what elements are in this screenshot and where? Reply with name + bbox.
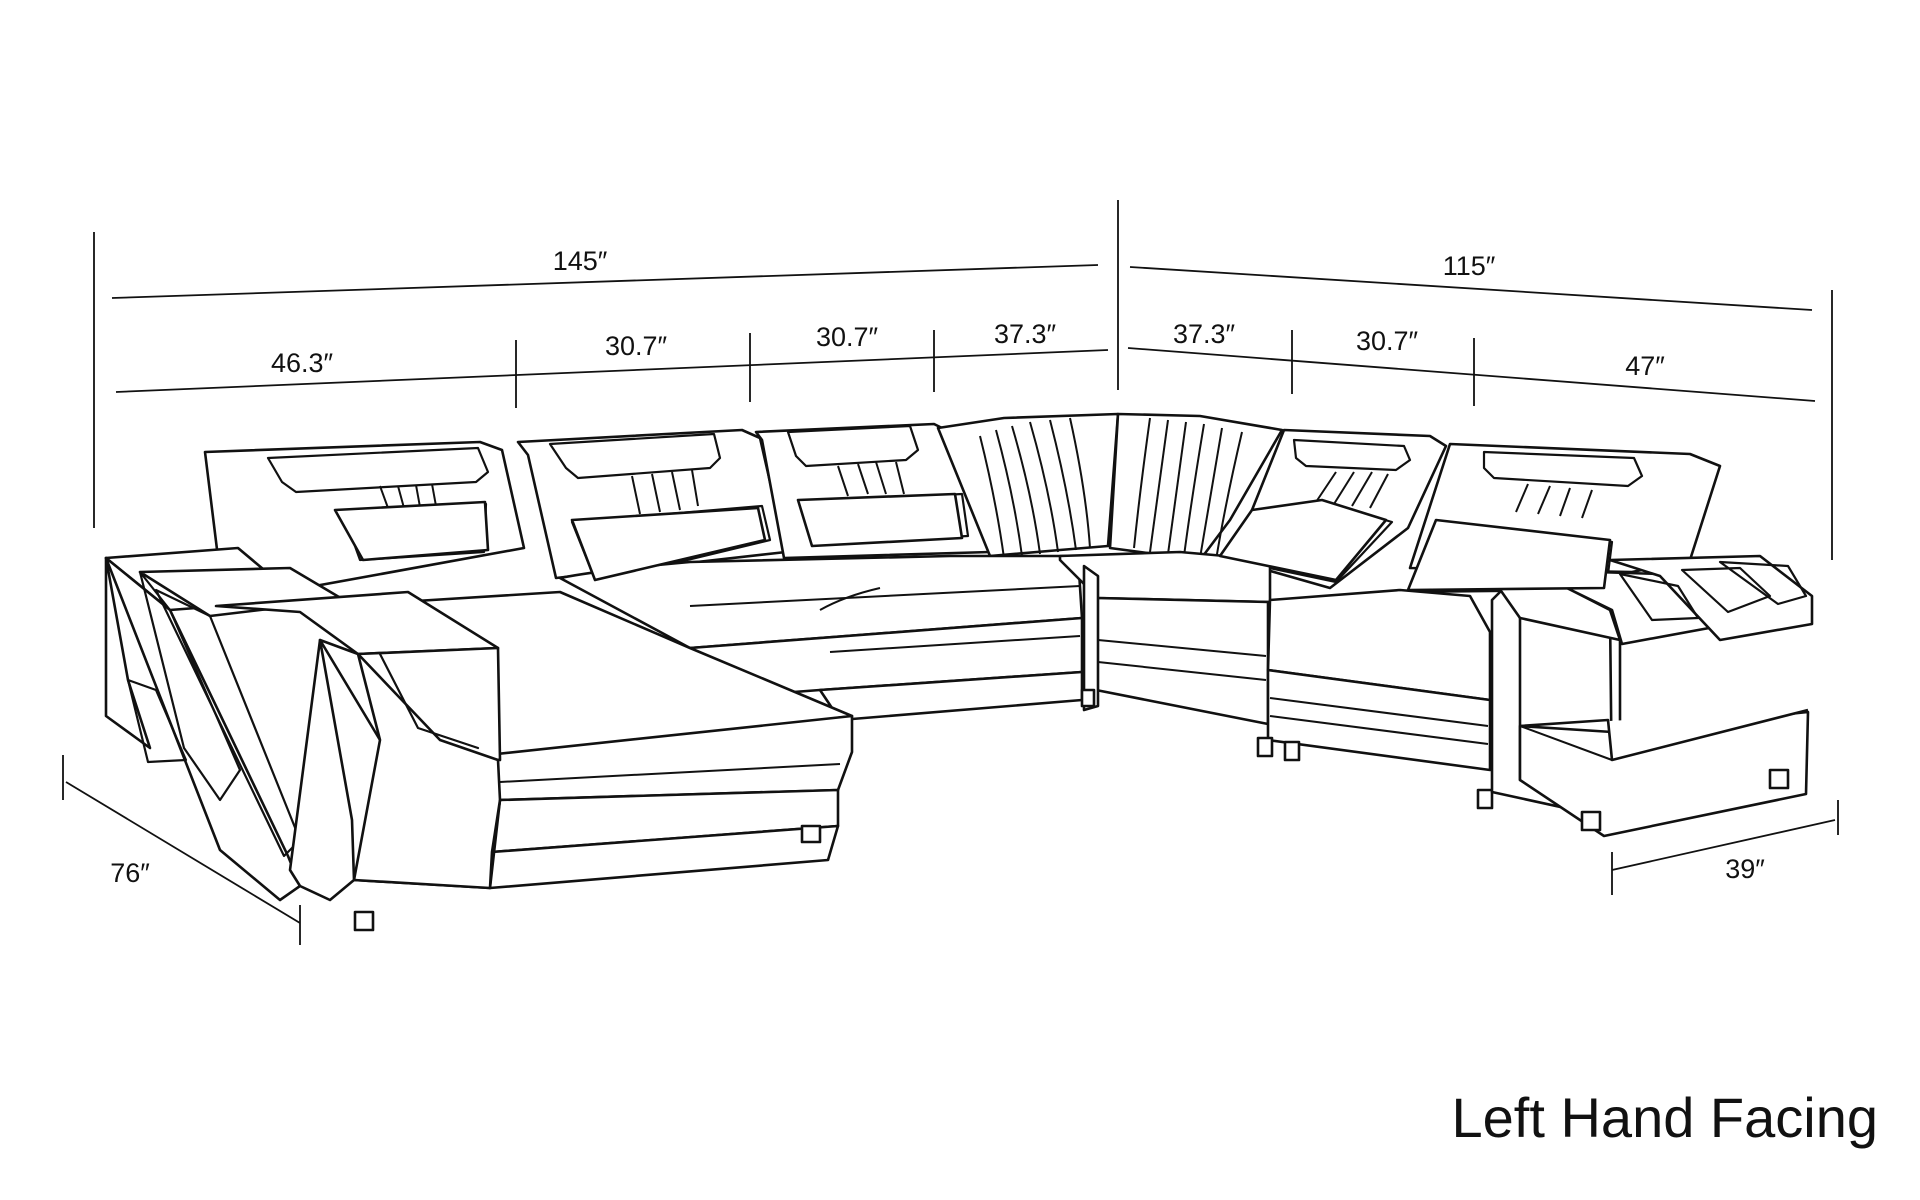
label-chaise-depth: 76″ — [110, 858, 150, 888]
dimension-line-depth-left — [65, 781, 301, 924]
dimension-labels: 145″ 115″ 46.3″ 30.7″ 30.7″ 37.3″ 37.3″ … — [110, 246, 1765, 888]
dimension-line-segments-right — [1127, 347, 1816, 402]
label-right-end: 47″ — [1625, 351, 1665, 381]
dimension-lines — [62, 200, 1839, 945]
pillows — [333, 492, 1612, 592]
label-end-depth: 39″ — [1725, 854, 1765, 884]
right-armrest-module — [1490, 554, 1814, 838]
label-overall-left: 145″ — [553, 246, 608, 276]
dimension-line-depth-right — [1611, 819, 1836, 871]
seat-modules — [558, 550, 1494, 810]
dimension-line-segments-left — [115, 349, 1109, 393]
dimension-line-overall-right — [1129, 266, 1813, 311]
label-left-chaise: 46.3″ — [271, 348, 334, 378]
label-right-seat: 30.7″ — [1356, 326, 1419, 356]
dimension-line-overall-left — [111, 264, 1099, 299]
label-left-seat-2: 30.7″ — [816, 322, 879, 352]
label-overall-right: 115″ — [1443, 251, 1496, 281]
label-right-corner: 37.3″ — [1173, 319, 1236, 349]
label-left-corner: 37.3″ — [994, 319, 1057, 349]
label-left-seat-1: 30.7″ — [605, 331, 668, 361]
sofa-drawing — [104, 412, 1814, 932]
diagram-caption: Left Hand Facing — [1452, 1086, 1878, 1149]
chaise-module — [104, 546, 854, 932]
